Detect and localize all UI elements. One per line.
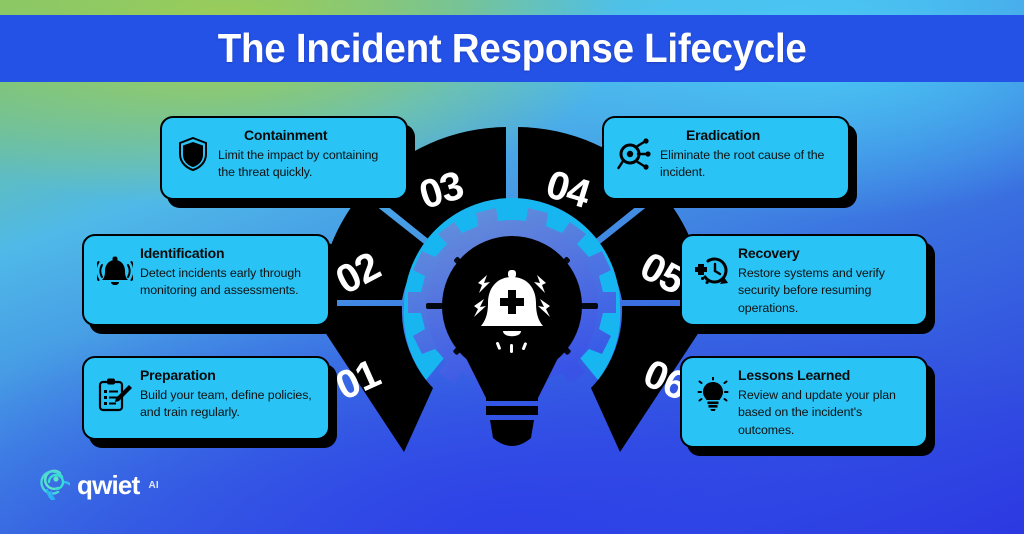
wheel-segment-01	[317, 306, 433, 452]
card-title: Preparation	[140, 367, 216, 383]
card-title: Containment	[244, 127, 328, 143]
bell-icon	[92, 245, 138, 287]
card-description: Restore systems and verify security befo…	[738, 265, 885, 315]
qwiet-ai-logo[interactable]: qwiet AI	[40, 466, 159, 508]
wheel-segment-06	[591, 306, 707, 452]
wheel-segment-02	[318, 194, 428, 300]
card-preparation[interactable]: Preparation Build your team, define poli…	[82, 356, 330, 440]
card-recovery[interactable]: Recovery Restore systems and verify secu…	[680, 234, 928, 326]
title-banner: The Incident Response Lifecycle	[0, 15, 1024, 82]
card-eradication[interactable]: Eradication Eliminate the root cause of …	[602, 116, 850, 200]
lightbulb-icon	[690, 367, 736, 411]
root-cause-node-icon	[612, 127, 658, 171]
card-containment[interactable]: Containment Limit the impact by containi…	[160, 116, 408, 200]
card-lessons-learned[interactable]: Lessons Learned Review and update your p…	[680, 356, 928, 448]
clipboard-pencil-icon	[92, 367, 138, 413]
card-description: Detect incidents early through monitorin…	[140, 265, 301, 298]
shield-icon	[170, 127, 216, 171]
card-title: Recovery	[738, 245, 800, 261]
lifecycle-wheel: 01 02 03 04 05 06	[300, 120, 724, 520]
logo-superscript: AI	[148, 480, 159, 491]
card-title: Identification	[140, 245, 225, 261]
card-description: Eliminate the root cause of the incident…	[660, 147, 825, 180]
card-description: Review and update your plan based on the…	[738, 387, 896, 437]
card-title: Lessons Learned	[738, 367, 851, 383]
wheel-segments	[317, 127, 707, 452]
card-identification[interactable]: Identification Detect incidents early th…	[82, 234, 330, 326]
logo-wordmark: qwiet	[77, 470, 140, 500]
card-description: Build your team, define policies, and tr…	[140, 387, 312, 420]
alarm-bell-icon	[474, 270, 550, 353]
wheel-segment-05	[596, 194, 706, 300]
clock-restore-icon	[690, 245, 736, 287]
card-title: Eradication	[686, 127, 761, 143]
page-title: The Incident Response Lifecycle	[217, 25, 807, 71]
center-lightbulb	[442, 236, 582, 446]
card-description: Limit the impact by containing the threa…	[218, 147, 379, 180]
spiral-shell-icon	[40, 466, 77, 508]
